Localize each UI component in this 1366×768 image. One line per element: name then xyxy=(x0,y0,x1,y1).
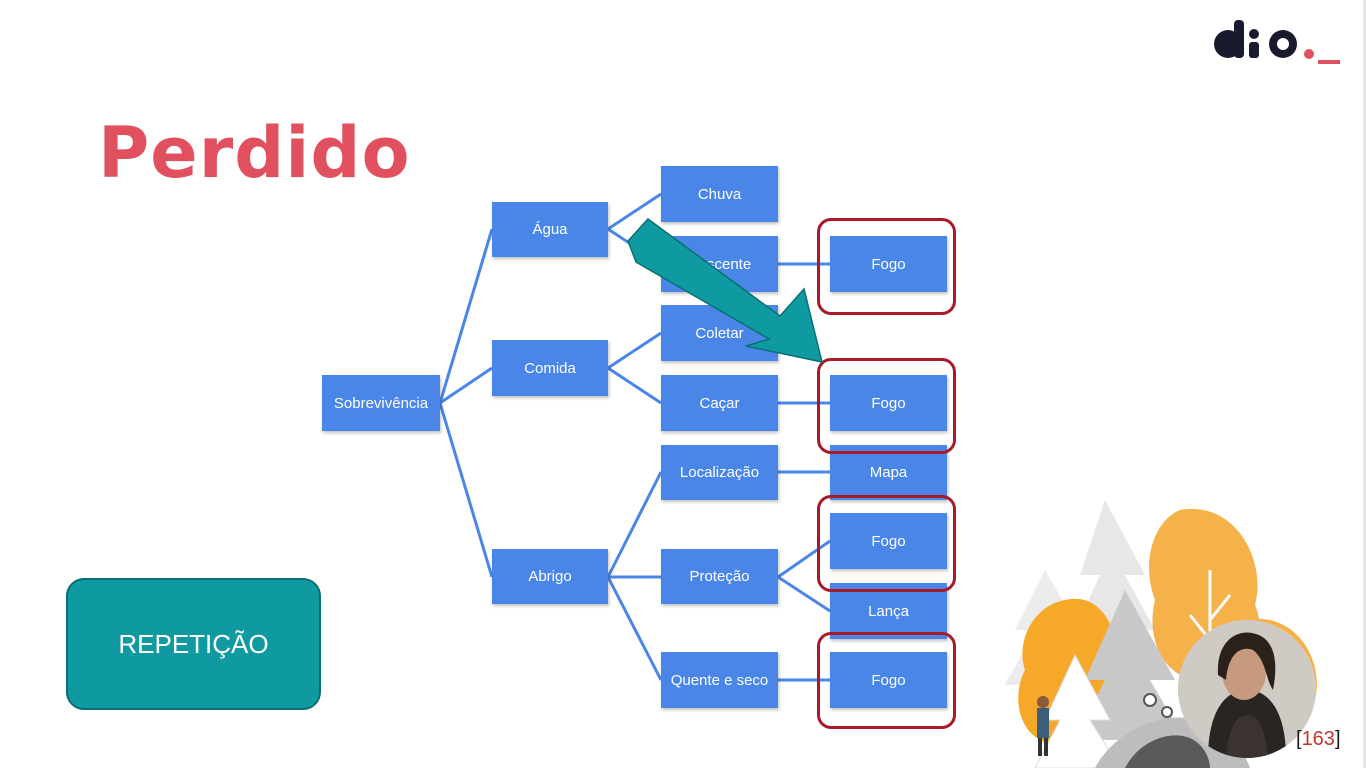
node-protecao: Proteção xyxy=(661,549,778,604)
highlight-fogo-3 xyxy=(817,495,956,592)
node-chuva: Chuva xyxy=(661,166,778,222)
highlight-fogo-1 xyxy=(817,218,956,315)
node-abrigo: Abrigo xyxy=(492,549,608,604)
slide-number-open-bracket: [ xyxy=(1296,728,1302,750)
node-fogo-3: Fogo xyxy=(830,513,947,569)
node-fogo-4: Fogo xyxy=(830,652,947,708)
repeticao-callout: REPETIÇÃO xyxy=(66,578,321,710)
node-mapa: Mapa xyxy=(830,445,947,500)
node-sobrevivencia: Sobrevivência xyxy=(322,375,440,431)
highlight-fogo-2 xyxy=(817,358,956,454)
node-lanca: Lança xyxy=(830,583,947,639)
node-quente-e-seco: Quente e seco xyxy=(661,652,778,708)
node-cacar: Caçar xyxy=(661,375,778,431)
node-agua: Água xyxy=(492,202,608,257)
forest-illustration xyxy=(1005,500,1317,768)
dio-logo xyxy=(1214,20,1340,64)
node-comida: Comida xyxy=(492,340,608,396)
presenter-webcam xyxy=(1178,620,1316,758)
node-fogo-2: Fogo xyxy=(830,375,947,431)
scrollbar[interactable] xyxy=(1363,0,1366,768)
slide-number: [163] xyxy=(1296,728,1341,751)
slide-title: Perdido xyxy=(98,112,411,194)
node-localizacao: Localização xyxy=(661,445,778,500)
node-fogo-1: Fogo xyxy=(830,236,947,292)
highlight-fogo-4 xyxy=(817,632,956,729)
slide-number-value: 163 xyxy=(1301,728,1335,750)
slide-number-close-bracket: ] xyxy=(1334,728,1341,750)
